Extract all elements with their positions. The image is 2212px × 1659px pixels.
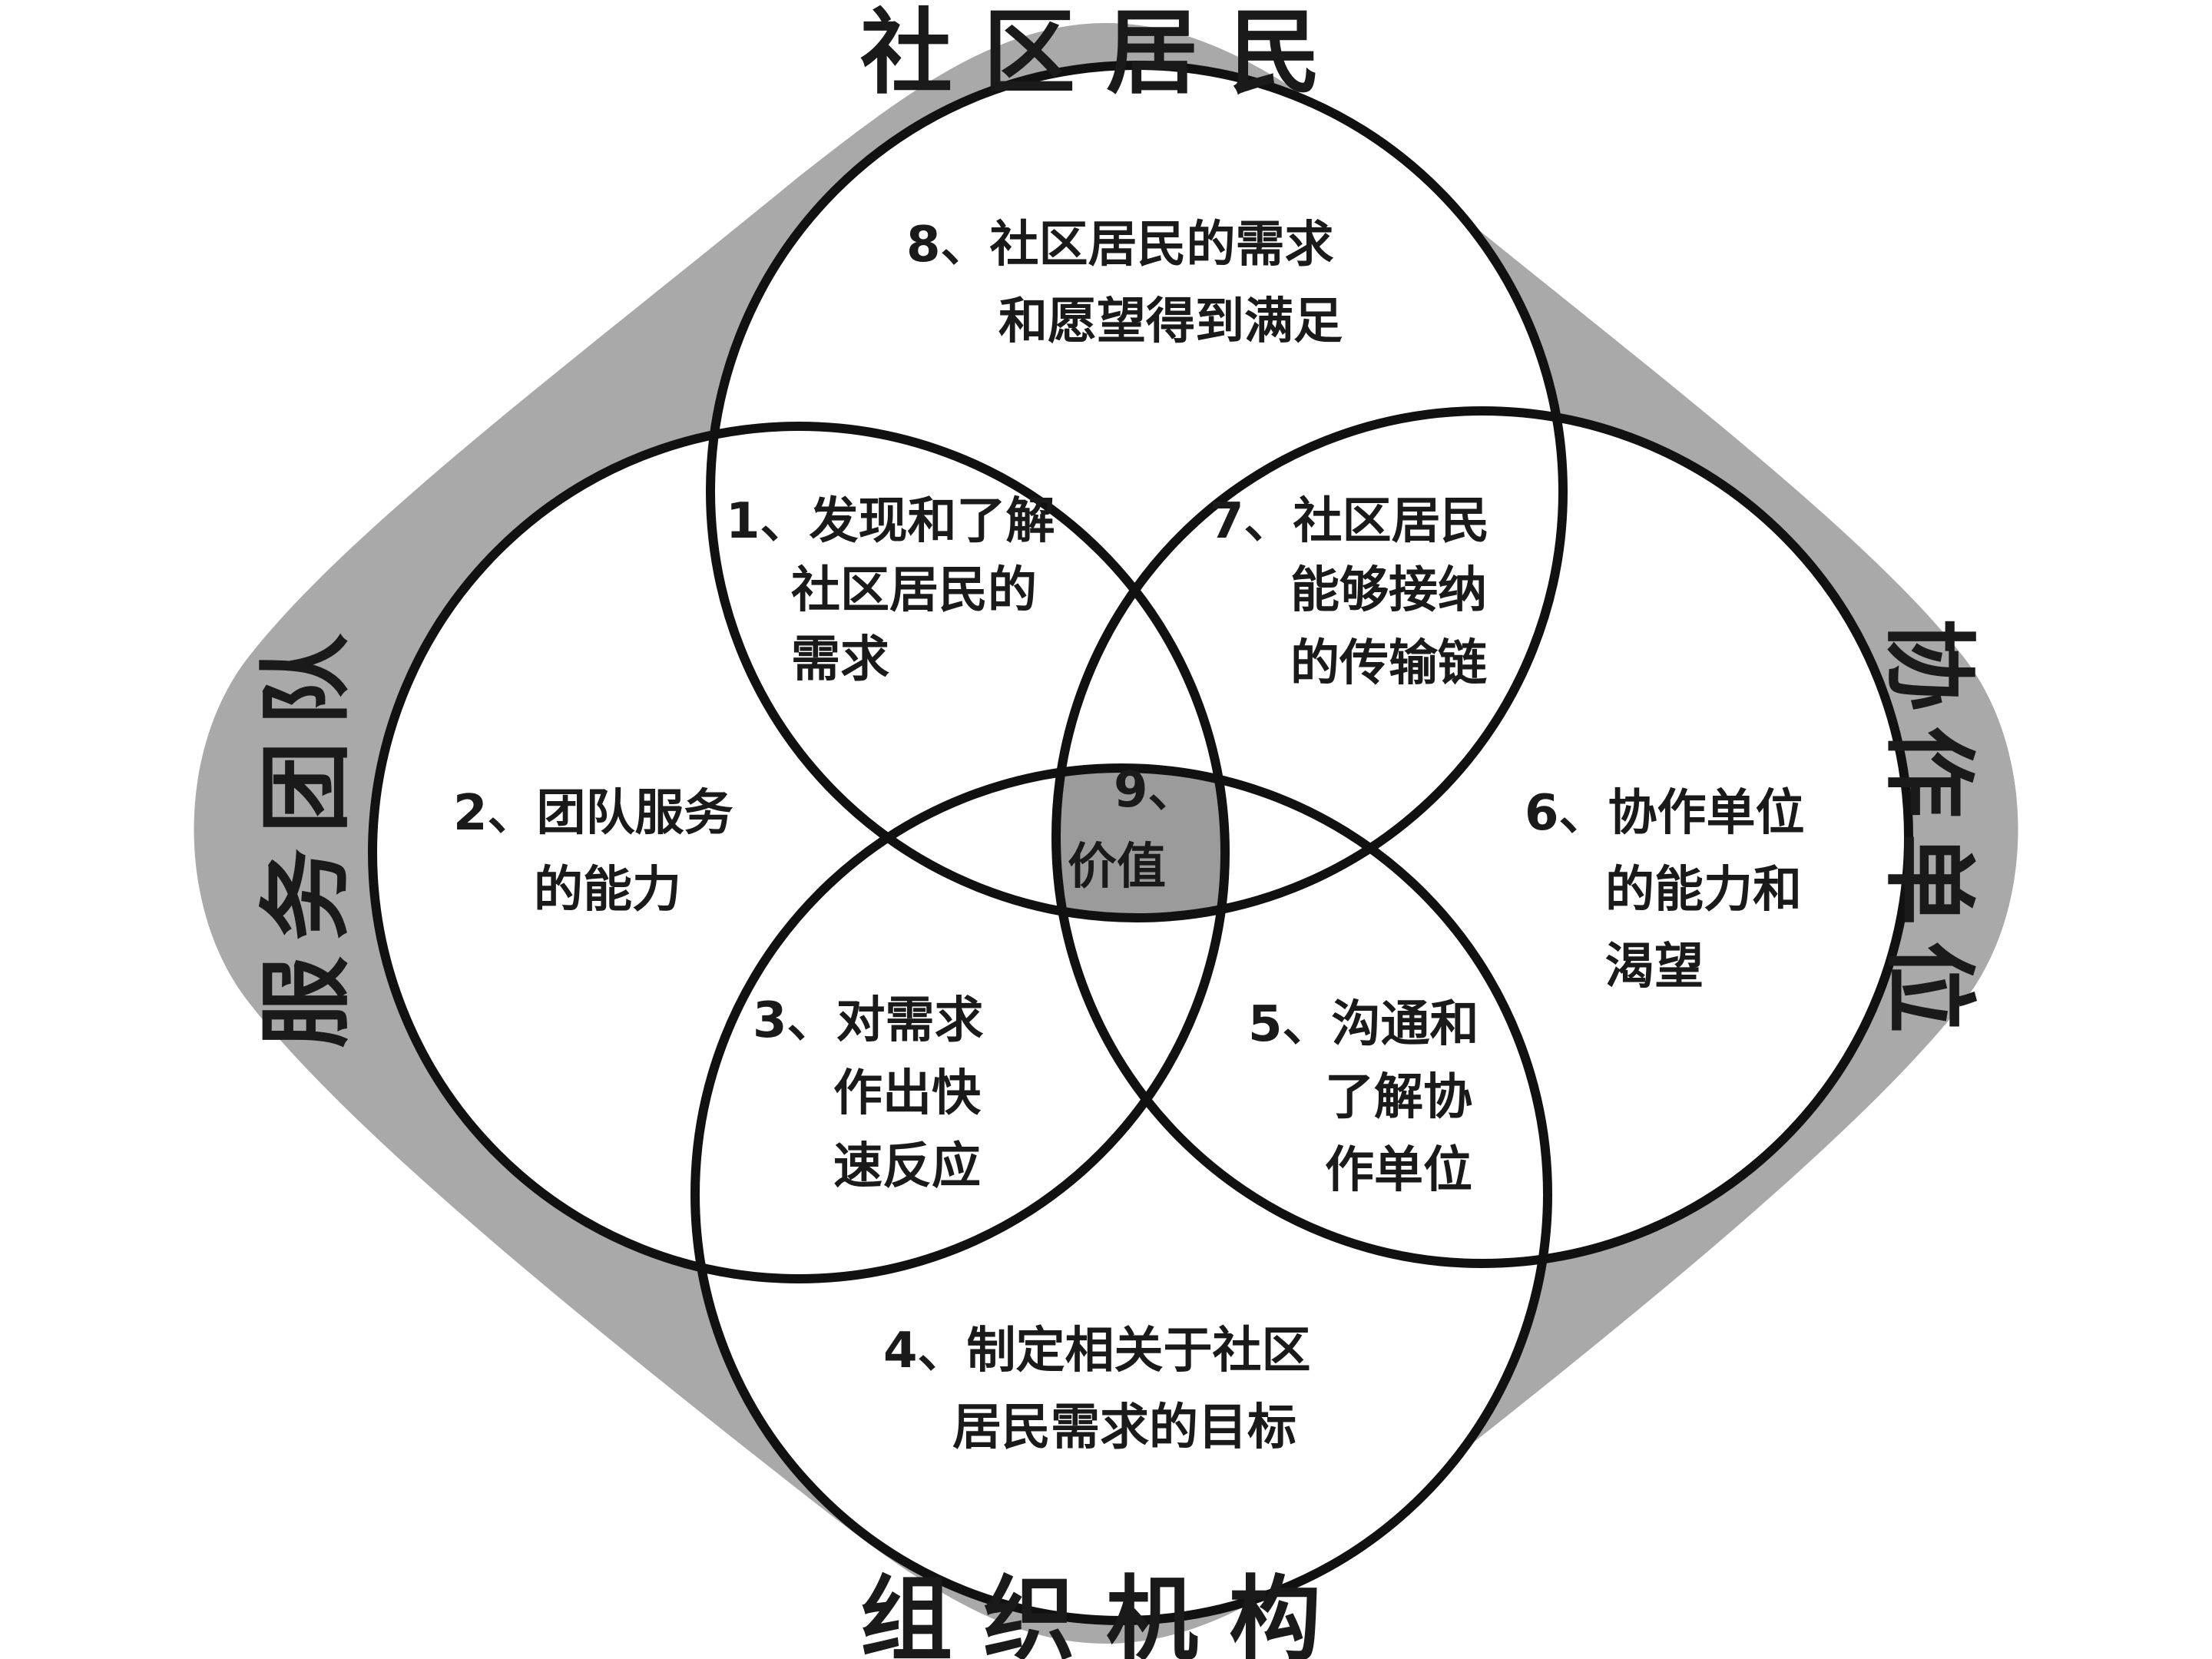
region-6-line-1: 6、协作单位 [1525, 785, 1805, 842]
region-3-line-1: 3、对需求 [753, 992, 984, 1049]
region-3-line-2: 作出快 [833, 1065, 982, 1122]
region-6-text: 6、协作单位 的能力和 渴望 [1525, 785, 1822, 995]
region-6-line-3: 渴望 [1605, 939, 1704, 995]
circle-organization [690, 763, 1552, 1625]
region-2-line-1: 2、团队服务 [453, 785, 733, 842]
circle-outlines [368, 61, 1913, 1625]
region-1-line-1: 1、发现和了解 [726, 493, 1055, 550]
region-4-line-1: 4、制定相关于社区 [883, 1323, 1311, 1379]
region-5-line-2: 了解协 [1325, 1069, 1472, 1126]
region-8-text: 8、社区居民的需求 和愿望得到满足 [906, 217, 1351, 350]
region-7-line-3: 的传输链 [1290, 635, 1487, 692]
region-9-text: 9、 价值 [1068, 762, 1214, 896]
label-left: 服务团队 [253, 618, 360, 1048]
region-5-line-1: 5、沟通和 [1248, 996, 1479, 1053]
region-3-text: 3、对需求 作出快 速反应 [753, 992, 1001, 1195]
region-1-line-3: 需求 [791, 631, 889, 688]
region-3-line-3: 速反应 [833, 1138, 981, 1195]
region-7-line-2: 能够接纳 [1290, 562, 1487, 619]
region-4-text: 4、制定相关于社区 居民需求的目标 [883, 1323, 1328, 1456]
region-9-line-2: 价值 [1068, 839, 1166, 896]
label-right: 协作单位 [1875, 618, 1982, 1048]
circle-fills [373, 65, 1909, 1621]
label-bottom: 组织机构 [860, 1567, 1352, 1659]
region-2-text: 2、团队服务 的能力 [453, 785, 750, 919]
region-6-line-2: 的能力和 [1605, 862, 1802, 919]
region-7-text: 7、社区居民 能够接纳 的传输链 [1210, 493, 1507, 692]
region-4-line-2: 居民需求的目标 [952, 1399, 1296, 1456]
region-1-line-2: 社区居民的 [791, 562, 1037, 619]
region-1-text: 1、发现和了解 社区居民的 需求 [726, 493, 1072, 688]
region-9-line-1: 9、 [1114, 762, 1197, 819]
label-top: 社区居民 [860, 0, 1352, 107]
region-5-text: 5、沟通和 了解协 作单位 [1248, 996, 1496, 1199]
circle-partner-units [1051, 406, 1913, 1268]
region-8-line-1: 8、社区居民的需求 [906, 217, 1334, 273]
region-5-line-3: 作单位 [1325, 1142, 1472, 1199]
region-2-line-2: 的能力 [534, 862, 681, 919]
circle-service-team [368, 422, 1230, 1283]
circle-community-residents [706, 61, 1568, 922]
region-7-line-1: 7、社区居民 [1210, 493, 1490, 550]
region-8-line-2: 和愿望得到满足 [998, 293, 1343, 350]
